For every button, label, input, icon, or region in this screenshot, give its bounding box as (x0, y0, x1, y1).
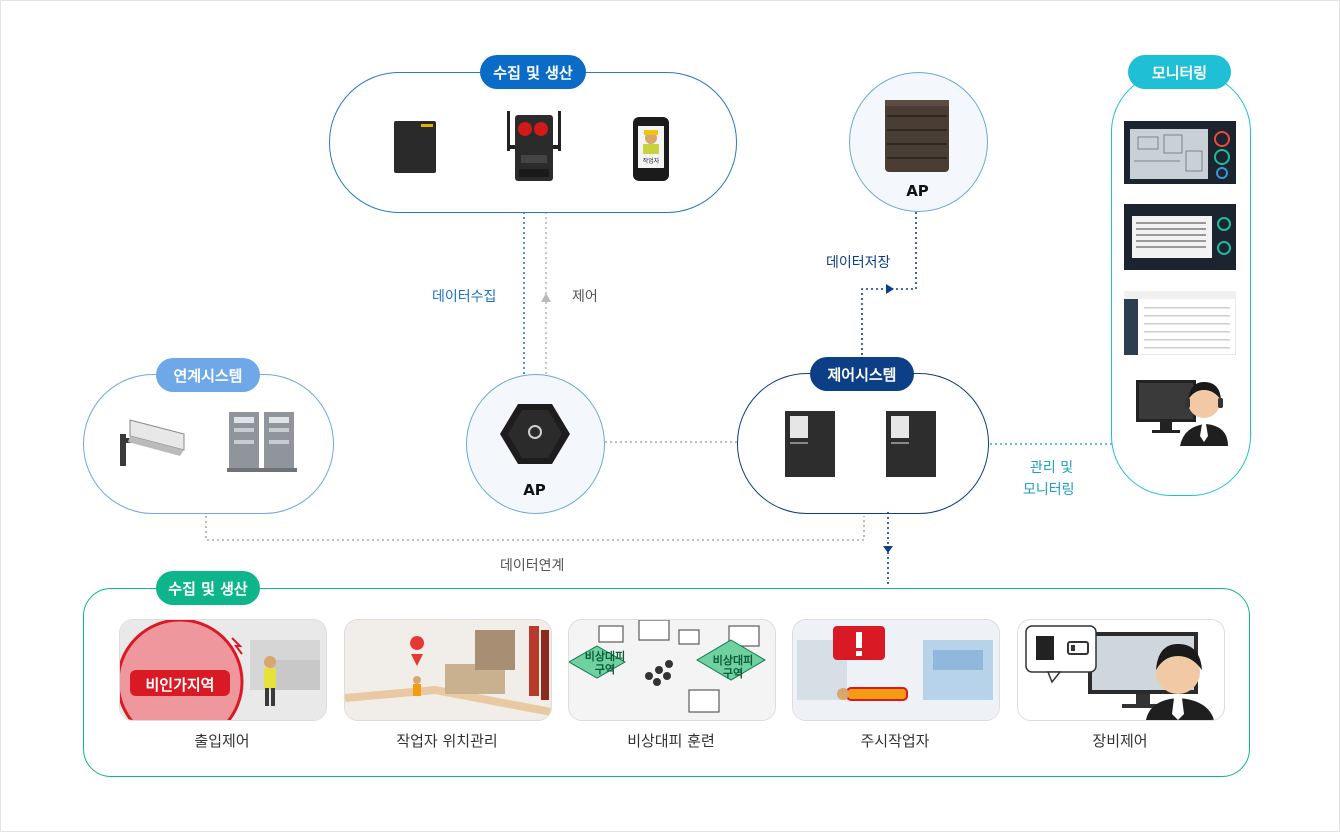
service-label-watch-worker: 주시작업자 (860, 732, 930, 750)
evacuation-drill-image: 비상대피 구역 비상대피 구역 (568, 619, 776, 721)
operator-monitor-icon (1134, 374, 1230, 448)
equipment-control-image (1017, 619, 1225, 721)
watch-worker-image (792, 619, 1000, 721)
line-data-store (861, 212, 917, 355)
arrow-down-icon (883, 546, 893, 553)
manage-monitor-label-2: 모니터링 (1023, 482, 1075, 498)
service-label-equipment-control: 장비제어 (1092, 732, 1148, 750)
data-link-label: 데이터연계 (500, 558, 565, 574)
arrow-right-icon (886, 284, 894, 294)
ap-device-icon (498, 402, 572, 466)
manage-monitor-label-1: 관리 및 (1030, 460, 1074, 476)
service-label-evacuation: 비상대피 훈련 (627, 732, 715, 750)
evac-zone-text-1: 비상대피 구역 (584, 650, 626, 676)
arrow-up-icon (541, 293, 551, 302)
service-label-worker-location: 작업자 위치관리 (396, 732, 498, 750)
data-collect-label: 데이터수집 (432, 289, 497, 305)
gateway-device-icon (393, 120, 437, 174)
control-system-pill: 제어시스템 (810, 357, 914, 391)
dashboard-table-screen (1124, 204, 1236, 270)
badge-name-text: 작업자 (642, 158, 660, 165)
worker-badge-device: 작업자 (632, 116, 670, 182)
service-label-access-control: 출입제어 (194, 732, 250, 750)
cctv-camera-icon (112, 412, 188, 470)
control-label: 제어 (572, 289, 598, 305)
access-control-image: 비인가지역 (119, 619, 327, 721)
worker-location-image (344, 619, 552, 721)
monitoring-pill: 모니터링 (1128, 55, 1231, 89)
storage-rack-icon (884, 98, 950, 176)
ap-center-label: AP (523, 481, 546, 499)
beacon-device-icon (505, 107, 563, 182)
collect-bottom-pill: 수집 및 생산 (156, 571, 260, 605)
evac-zone-text-2: 비상대피 구역 (712, 654, 754, 680)
control-system-group (737, 373, 989, 514)
ap-top-label: AP (906, 182, 929, 200)
control-server-icon-2 (885, 410, 937, 478)
linked-system-pill: 연계시스템 (156, 358, 260, 392)
control-server-icon-1 (784, 410, 836, 478)
admin-list-screen (1123, 290, 1237, 356)
line-data-link (205, 516, 865, 541)
collect-bottom-group (83, 588, 1250, 777)
server-pair-icon (227, 410, 297, 472)
collect-top-pill: 수집 및 생산 (480, 55, 586, 89)
dashboard-map-screen (1124, 121, 1236, 184)
data-store-label: 데이터저장 (826, 255, 891, 271)
no-entry-zone-text: 비인가지역 (145, 676, 215, 694)
